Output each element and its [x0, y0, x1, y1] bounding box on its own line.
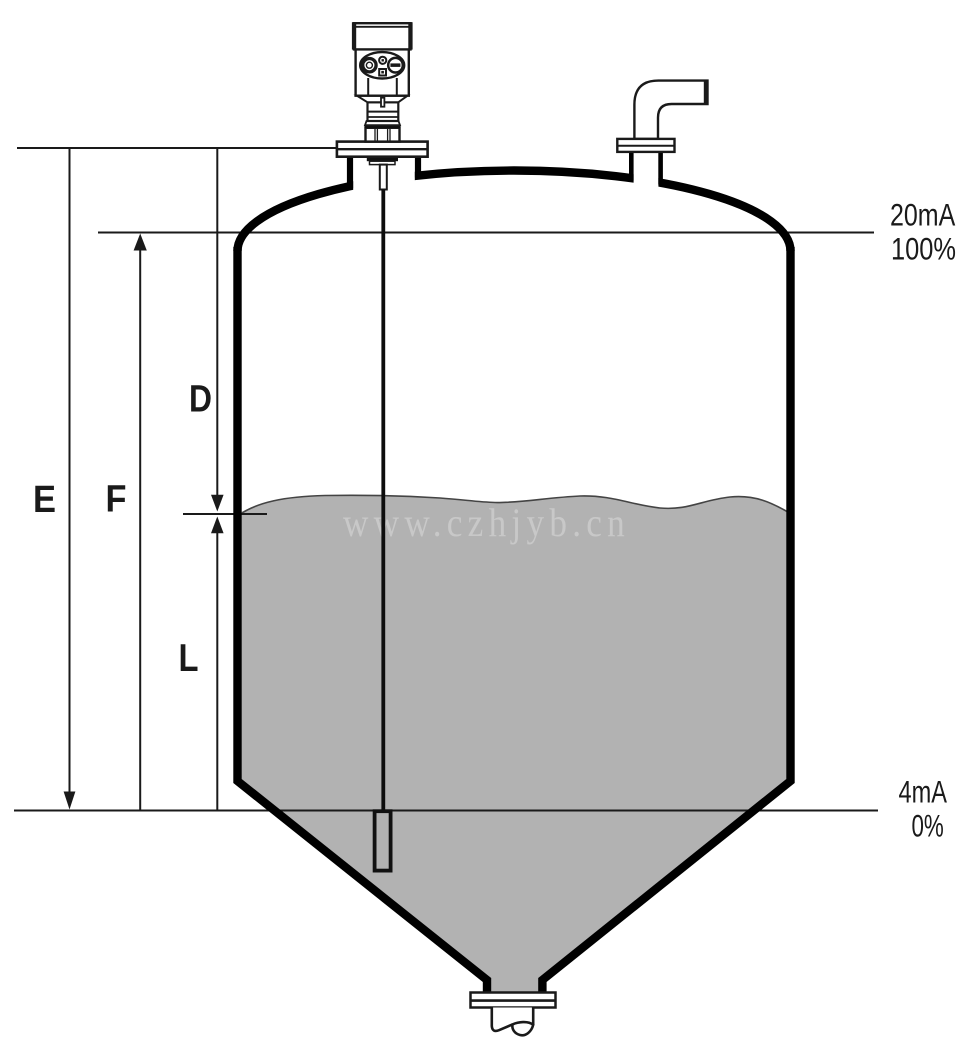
svg-text:100%: 100%	[891, 230, 956, 266]
svg-text:L: L	[179, 637, 199, 680]
svg-text:www.czhjyb.cn: www.czhjyb.cn	[343, 500, 630, 545]
svg-text:E: E	[33, 479, 56, 521]
svg-text:F: F	[106, 478, 127, 520]
svg-text:D: D	[189, 379, 212, 421]
svg-text:0%: 0%	[912, 807, 944, 843]
svg-text:20mA: 20mA	[890, 197, 955, 233]
svg-text:4mA: 4mA	[899, 774, 948, 810]
